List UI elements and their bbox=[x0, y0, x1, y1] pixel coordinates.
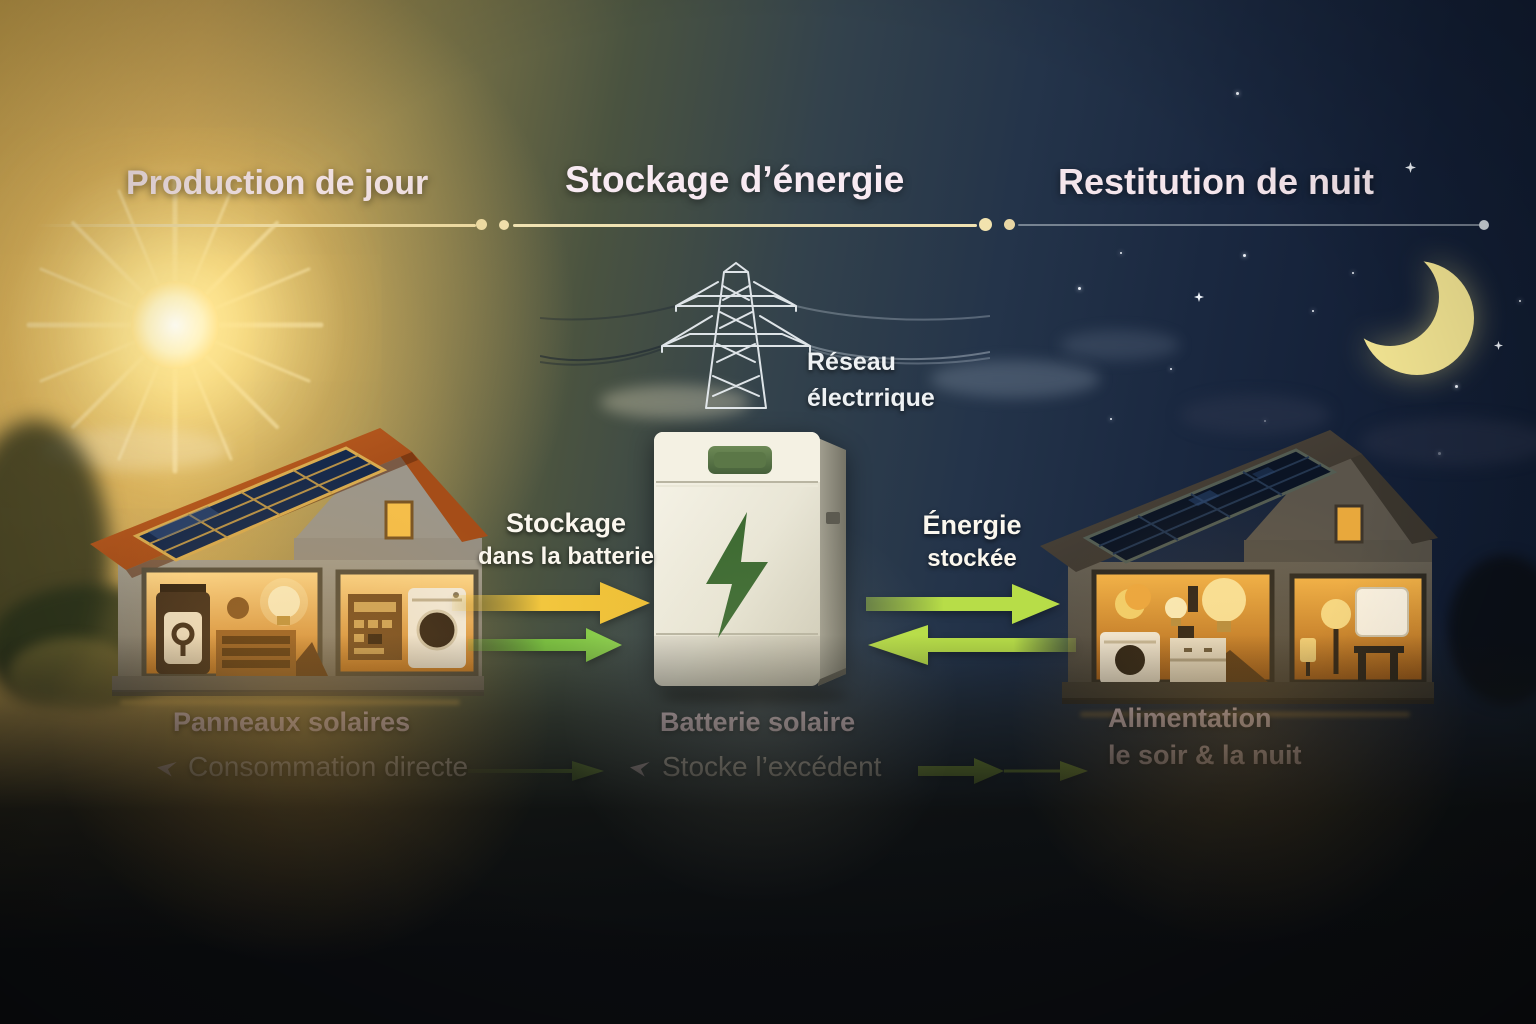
star-icon bbox=[1405, 162, 1416, 173]
flow-label-discharge-line2: stockée bbox=[927, 545, 1017, 572]
flow-label-charge-line1: Stockage bbox=[505, 508, 627, 538]
cloud bbox=[1060, 330, 1180, 360]
sun-icon bbox=[131, 281, 219, 369]
flow-label-discharge: Énergie stockée bbox=[852, 510, 1092, 573]
arrow-yellow-right bbox=[452, 582, 650, 624]
caption-battery-subtitle: Stocke l’excédent bbox=[662, 751, 882, 782]
arrow-lime-left bbox=[868, 625, 1076, 665]
light-bulb-icon bbox=[1165, 597, 1187, 619]
phase-title-night: Restitution de nuit bbox=[1058, 161, 1374, 202]
interior-bedroom bbox=[1091, 569, 1275, 685]
solar-house-night-icon bbox=[1040, 430, 1438, 704]
arrow-lime-right bbox=[866, 584, 1060, 624]
star-icon bbox=[1236, 92, 1239, 95]
person-silhouette bbox=[227, 597, 249, 619]
cursor-bullet-icon bbox=[156, 759, 177, 777]
caption-arrow-2 bbox=[918, 758, 1088, 784]
star-icon bbox=[1120, 252, 1122, 254]
light-bulb-icon bbox=[1321, 599, 1351, 629]
star-icon bbox=[1312, 310, 1314, 312]
light-bulb-icon bbox=[1202, 578, 1246, 622]
caption-night-title: Alimentation le soir & la nuit bbox=[1108, 700, 1302, 774]
washing-machine-icon bbox=[1100, 632, 1160, 684]
arrow-green-right bbox=[468, 628, 622, 662]
star-icon bbox=[1194, 292, 1204, 302]
caption-battery-title: Batterie solaire bbox=[660, 707, 856, 737]
moon-icon bbox=[1360, 261, 1474, 375]
star-icon bbox=[1455, 385, 1458, 388]
grid-label: Réseau électrrique bbox=[807, 344, 935, 416]
caption-panels-title: Panneaux solaires bbox=[173, 707, 411, 737]
power-pylon-icon bbox=[661, 261, 811, 409]
attic-window bbox=[1334, 504, 1364, 544]
star-icon bbox=[1352, 272, 1354, 274]
phase-title-storage: Stockage d’énergie bbox=[565, 159, 905, 200]
grid-label-line1: Réseau bbox=[807, 348, 896, 376]
star-icon bbox=[1243, 254, 1246, 257]
cursor-bullet-icon bbox=[629, 759, 650, 777]
fridge-icon bbox=[156, 584, 210, 674]
control-panel-icon bbox=[348, 594, 402, 660]
grid-label-line2: électrrique bbox=[807, 384, 935, 412]
solar-house-day-icon bbox=[90, 428, 488, 696]
star-icon bbox=[1170, 368, 1172, 370]
caption-night-line1: Alimentation bbox=[1108, 703, 1272, 733]
light-bulb-icon bbox=[268, 586, 300, 618]
star-icon bbox=[1078, 287, 1081, 290]
interior-living-room bbox=[141, 567, 328, 679]
lamp-icon bbox=[1300, 638, 1316, 662]
caption-arrow-1 bbox=[468, 761, 604, 781]
flow-label-discharge-line1: Énergie bbox=[922, 510, 1022, 540]
flow-label-charge: Stockage dans la batterie bbox=[446, 508, 686, 571]
caption-night-line2: le soir & la nuit bbox=[1108, 740, 1302, 770]
caption-panels-subtitle: Consommation directe bbox=[188, 751, 469, 782]
phase-title-day: Production de jour bbox=[126, 164, 429, 202]
star-icon bbox=[1494, 341, 1503, 350]
flow-label-charge-line2: dans la batterie bbox=[477, 543, 655, 570]
attic-window bbox=[384, 500, 414, 540]
tree-silhouette bbox=[1448, 555, 1536, 705]
star-icon bbox=[1519, 300, 1521, 302]
interior-tv-room bbox=[1289, 573, 1427, 685]
